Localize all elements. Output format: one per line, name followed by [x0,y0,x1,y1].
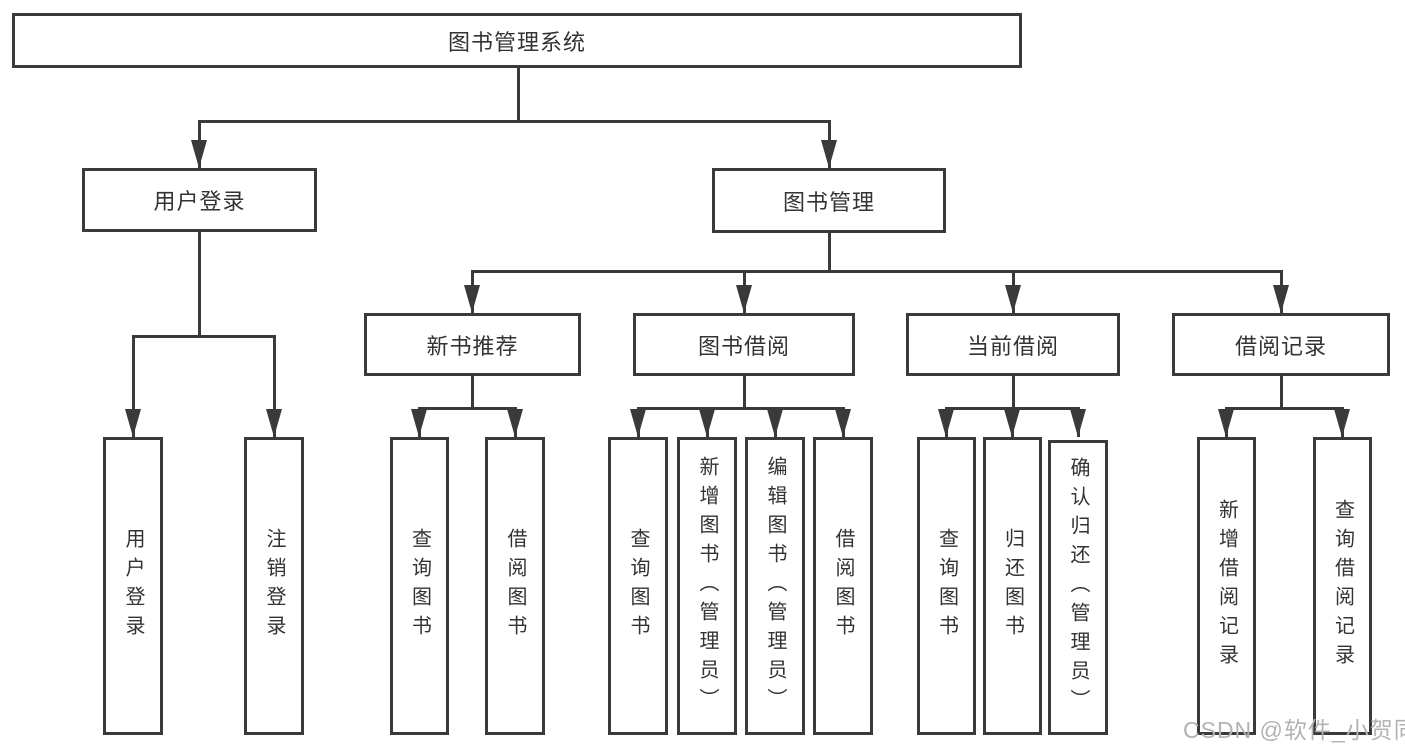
node-leaf-confirm-return-admin-label: 确认归还（管理员） [1067,457,1089,718]
node-user-login-label: 用户登录 [153,189,246,214]
node-root-label: 图书管理系统 [447,29,586,55]
arrowhead-leaf-borrow-rec [507,409,523,437]
node-new-book-rec: 新书推荐 [364,313,581,376]
arrowhead-leaf-borrow-borrow [835,409,851,437]
arrowhead-borrow-records [1273,285,1289,313]
connector-current-borrow-stub [1012,376,1015,407]
connector-user-login-stub [198,232,201,335]
node-borrow-records: 借阅记录 [1172,313,1390,376]
connector-new-book-rec-stub [471,376,474,407]
arrowhead-leaf-logout [266,409,282,437]
node-book-mgmt: 图书管理 [712,168,946,233]
node-leaf-query-borrow-record-label: 查询借阅记录 [1331,499,1354,673]
node-leaf-query-books-rec: 查询图书 [390,437,449,735]
node-leaf-borrow-books-rec-label: 借阅图书 [504,528,526,644]
node-leaf-borrow-books-rec: 借阅图书 [485,437,545,735]
connector-book-mgmt-stub [828,233,831,270]
node-leaf-add-book-admin-label: 新增图书（管理员） [696,455,718,717]
node-leaf-query-books-rec-label: 查询图书 [408,528,431,644]
node-leaf-query-books-current: 查询图书 [917,437,976,735]
connector-new-book-rec-split [418,407,517,410]
connector-to-leaf-logout [273,335,276,437]
connector-book-borrow-stub [743,376,746,407]
node-borrow-records-label: 借阅记录 [1234,333,1327,359]
arrowhead-leaf-edit-book [767,409,783,437]
node-book-mgmt-label: 图书管理 [782,189,875,215]
node-user-login: 用户登录 [82,168,317,232]
watermark: CSDN @软件_小贺同学 [1183,717,1405,743]
arrowhead-leaf-query-current [938,409,954,437]
node-leaf-query-books-borrow: 查询图书 [608,437,668,735]
arrowhead-leaf-query-rec [411,409,427,437]
node-current-borrow-label: 当前借阅 [966,333,1059,359]
arrowhead-user-login [191,140,207,168]
arrowhead-leaf-return [1004,409,1020,437]
arrowhead-new-book-rec [464,285,480,313]
connector-book-borrow-split [637,407,845,410]
connector-root-stub [517,68,520,120]
arrowhead-book-mgmt [821,140,837,168]
arrowhead-leaf-query-record [1334,409,1350,437]
node-book-borrow: 图书借阅 [633,313,855,376]
node-leaf-query-books-current-label: 查询图书 [935,528,958,644]
node-leaf-return-book-label: 归还图书 [1001,528,1024,644]
node-current-borrow: 当前借阅 [906,313,1120,376]
node-leaf-user-login: 用户登录 [103,437,163,735]
arrowhead-leaf-add-book [699,409,715,437]
node-leaf-edit-book-admin-label: 编辑图书（管理员） [764,455,786,717]
connector-borrow-records-stub [1280,376,1283,407]
node-leaf-query-borrow-record: 查询借阅记录 [1313,437,1372,735]
arrowhead-leaf-add-record [1218,409,1234,437]
node-leaf-add-borrow-record-label: 新增借阅记录 [1215,499,1238,673]
node-root: 图书管理系统 [12,13,1022,68]
node-leaf-edit-book-admin: 编辑图书（管理员） [745,437,805,735]
arrowhead-current-borrow [1005,285,1021,313]
node-book-borrow-label: 图书借阅 [697,333,790,359]
arrowhead-leaf-query-borrow [630,409,646,437]
node-leaf-borrow-books-borrow: 借阅图书 [813,437,873,735]
connector-book-mgmt-split [471,270,1283,273]
connector-root-split [198,120,830,123]
node-leaf-add-borrow-record: 新增借阅记录 [1197,437,1256,735]
node-leaf-borrow-books-borrow-label: 借阅图书 [832,528,854,644]
node-leaf-query-books-borrow-label: 查询图书 [627,528,649,644]
node-new-book-rec-label: 新书推荐 [426,333,519,359]
connector-borrow-records-split [1225,407,1344,410]
node-leaf-logout-label: 注销登录 [263,528,285,644]
node-leaf-confirm-return-admin: 确认归还（管理员） [1048,440,1108,735]
arrowhead-leaf-user-login [125,409,141,437]
connector-user-login-split [132,335,275,338]
node-leaf-user-login-label: 用户登录 [122,528,144,644]
arrowhead-leaf-confirm-return [1070,409,1086,437]
node-leaf-add-book-admin: 新增图书（管理员） [677,437,737,735]
node-leaf-logout: 注销登录 [244,437,304,735]
connector-to-leaf-user-login [132,335,135,437]
arrowhead-book-borrow [736,285,752,313]
node-leaf-return-book: 归还图书 [983,437,1042,735]
